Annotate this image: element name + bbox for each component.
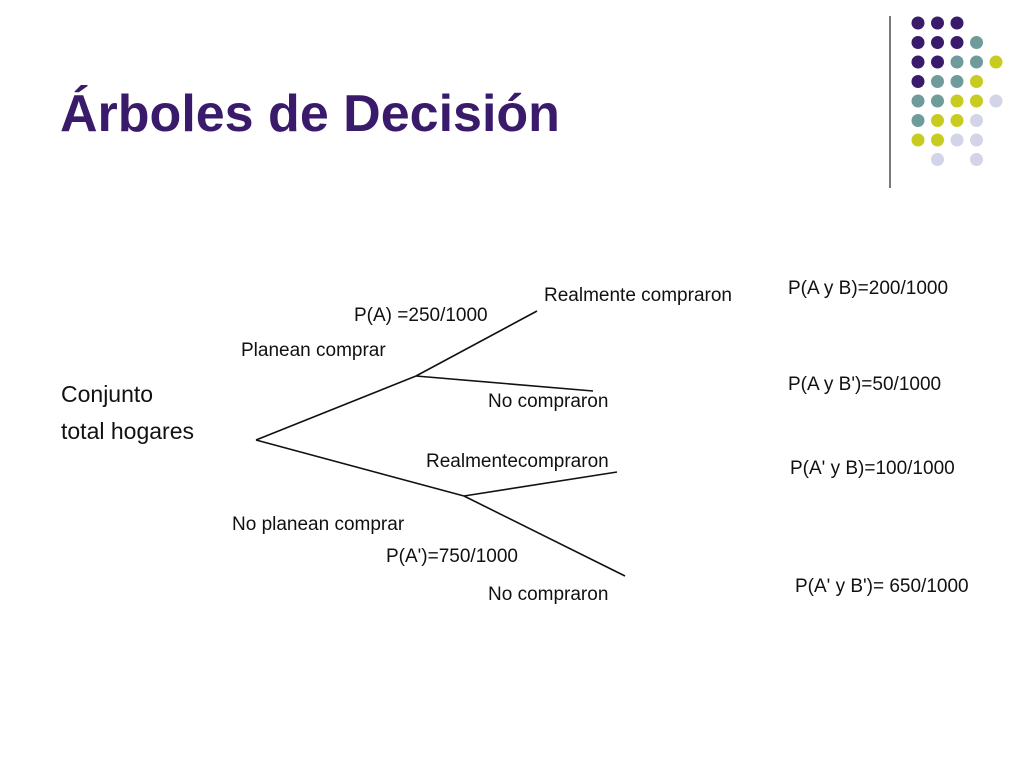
joint-prob-a-bprime: P(A y B')=50/1000 xyxy=(788,374,942,395)
root-label-line2: total hogares xyxy=(61,418,194,444)
decorative-dot xyxy=(989,94,1003,108)
decorative-dot xyxy=(931,55,944,69)
leaf-label-noplan-bought: Realmentecompraron xyxy=(426,451,609,472)
decorative-dot xyxy=(950,16,964,30)
decorative-dot xyxy=(931,153,944,166)
decorative-dot xyxy=(931,114,944,127)
decorative-dot xyxy=(911,114,925,127)
decorative-dot xyxy=(911,94,925,108)
decorative-dot xyxy=(950,75,964,88)
decorative-dot xyxy=(931,75,944,88)
decorative-dot xyxy=(970,114,983,127)
root-node-label: Conjunto total hogares xyxy=(61,376,194,450)
decorative-dot xyxy=(911,36,925,49)
decorative-dot xyxy=(950,114,964,127)
joint-prob-a-b: P(A y B)=200/1000 xyxy=(788,278,949,299)
joint-prob-aprime-bprime: P(A' y B')= 650/1000 xyxy=(795,576,969,597)
decorative-dot xyxy=(931,133,944,147)
prob-label-plan: P(A) =250/1000 xyxy=(354,305,488,326)
decorative-dot xyxy=(950,133,964,147)
decorative-dot xyxy=(970,36,983,49)
decorative-dot xyxy=(911,75,925,88)
edge-plan-to-bought xyxy=(415,310,538,377)
vertical-divider xyxy=(889,16,891,188)
leaf-label-noplan-notbought: No compraron xyxy=(488,584,609,605)
edge-noplan-to-notbought xyxy=(463,495,626,577)
edge-root-to-plan xyxy=(255,375,417,441)
slide-title: Árboles de Decisión xyxy=(60,85,560,143)
prob-label-noplan: P(A')=750/1000 xyxy=(386,546,518,567)
joint-prob-aprime-b: P(A' y B)=100/1000 xyxy=(790,458,955,479)
branch-label-plan: Planean comprar xyxy=(241,340,386,361)
decorative-dot-grid xyxy=(911,16,1003,166)
branch-label-noplan: No planean comprar xyxy=(232,514,405,535)
decorative-dot xyxy=(950,55,964,69)
edge-plan-to-notbought xyxy=(415,375,594,392)
decorative-dot xyxy=(989,55,1003,69)
decorative-dot xyxy=(931,94,944,108)
decorative-dot xyxy=(970,94,983,108)
decorative-dot xyxy=(911,55,925,69)
decorative-dot xyxy=(911,16,925,30)
decorative-dot xyxy=(970,153,983,166)
edge-root-to-noplan xyxy=(255,439,465,497)
leaf-label-plan-notbought: No compraron xyxy=(488,391,609,412)
decorative-dot xyxy=(970,55,983,69)
decorative-dot xyxy=(950,94,964,108)
decorative-dot xyxy=(970,75,983,88)
decorative-dot xyxy=(931,36,944,49)
root-label-line1: Conjunto xyxy=(61,381,154,407)
decorative-dot xyxy=(970,133,983,147)
edge-noplan-to-bought xyxy=(463,471,618,497)
leaf-label-plan-bought: Realmente compraron xyxy=(544,285,732,306)
decorative-dot xyxy=(911,133,925,147)
decorative-dot xyxy=(950,36,964,49)
decorative-dot xyxy=(931,16,944,30)
